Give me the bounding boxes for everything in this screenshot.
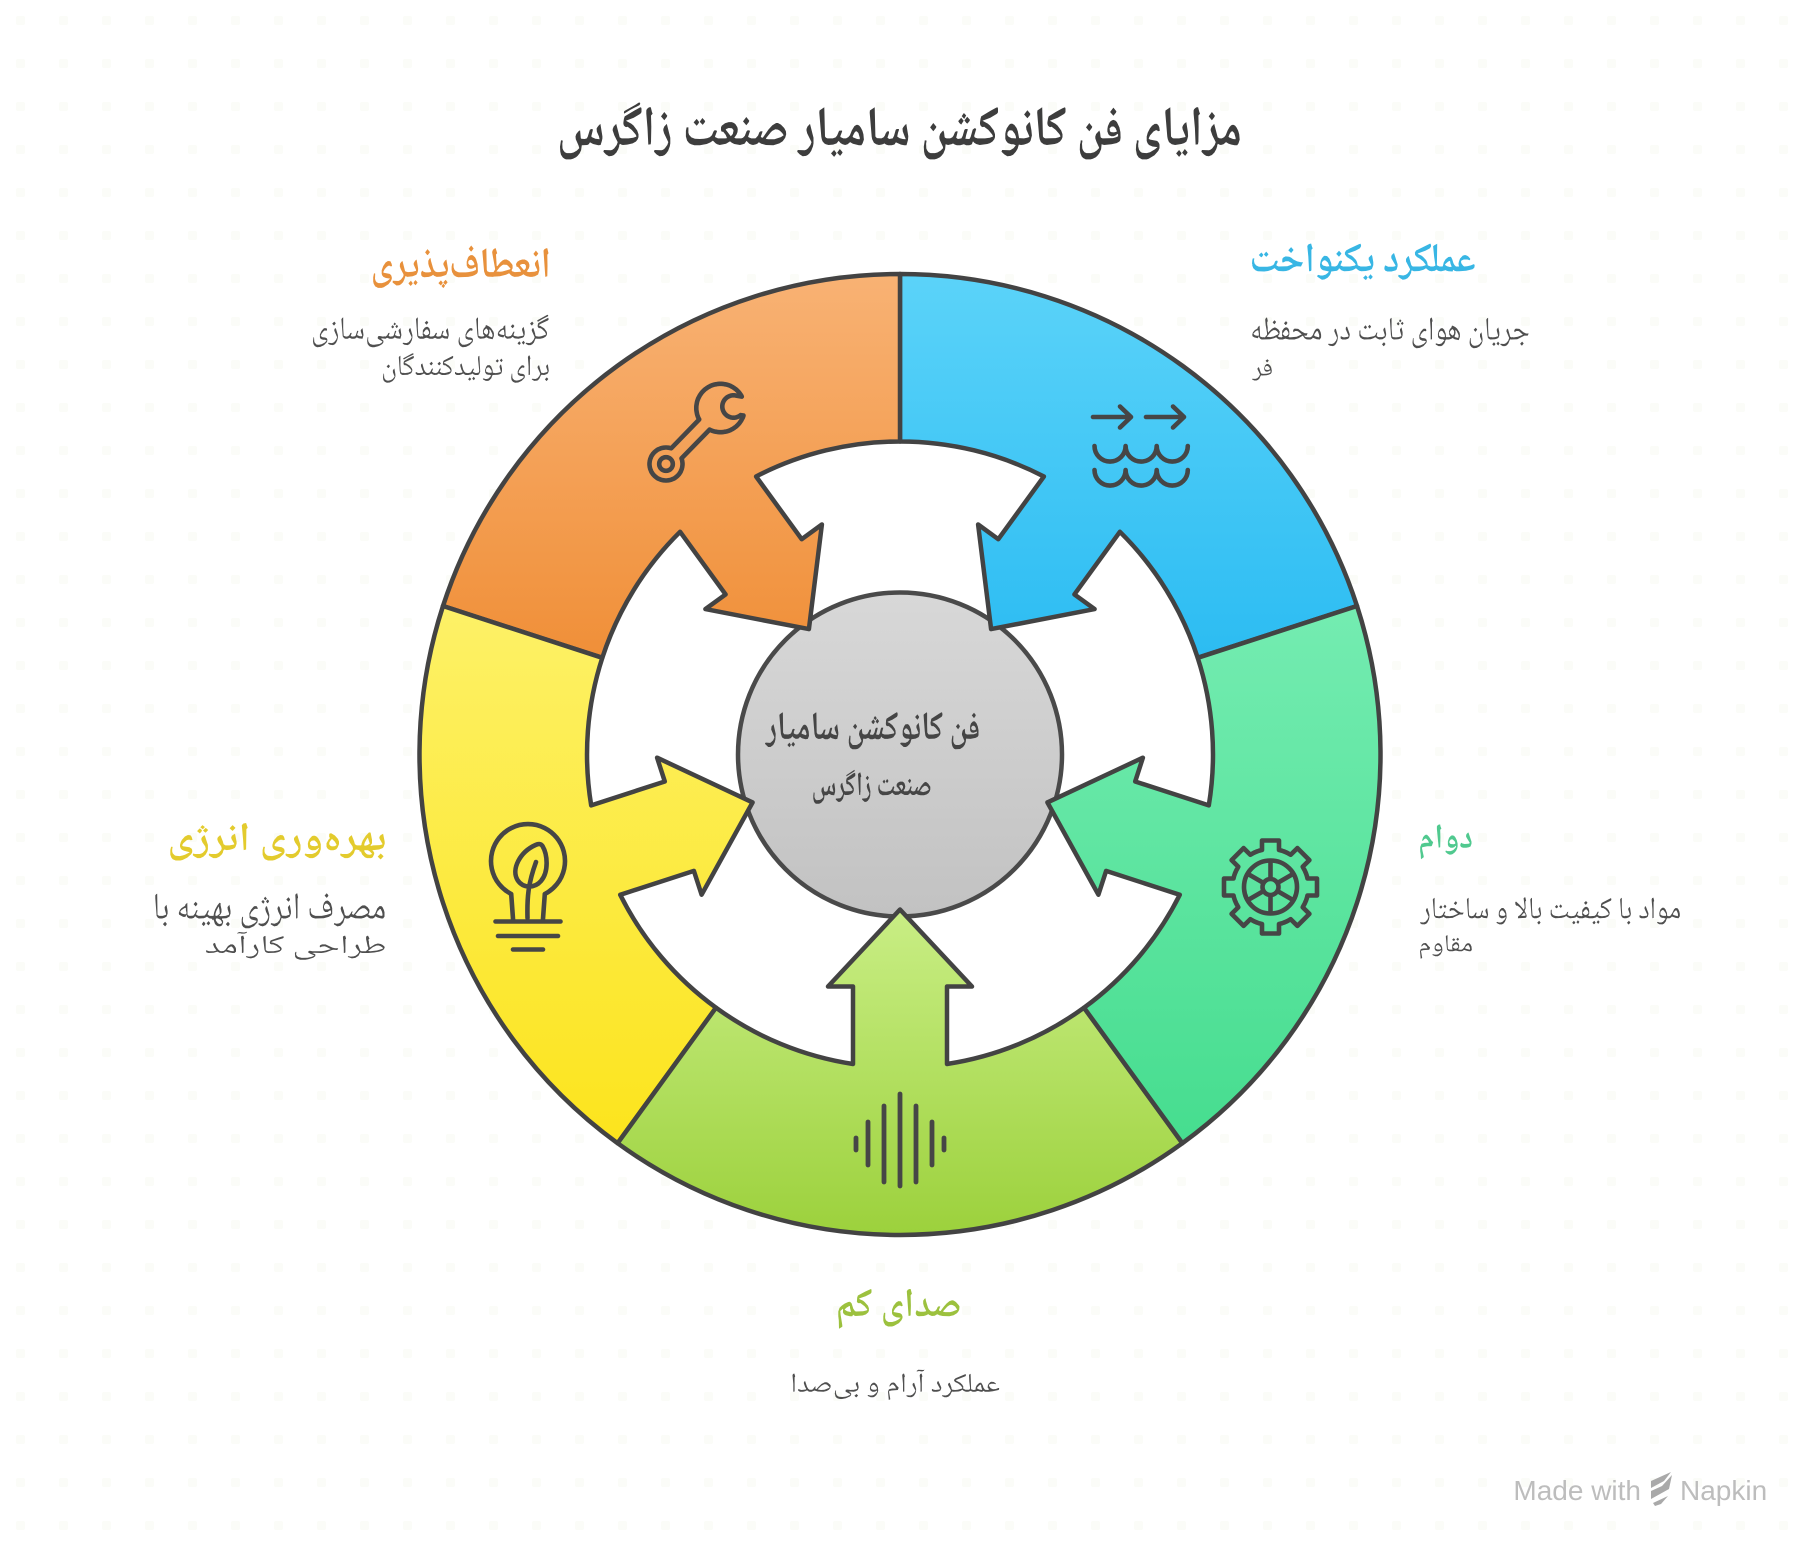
- svg-text:Made with: Made with: [1513, 1475, 1641, 1506]
- svg-text:Napkin: Napkin: [1680, 1475, 1767, 1506]
